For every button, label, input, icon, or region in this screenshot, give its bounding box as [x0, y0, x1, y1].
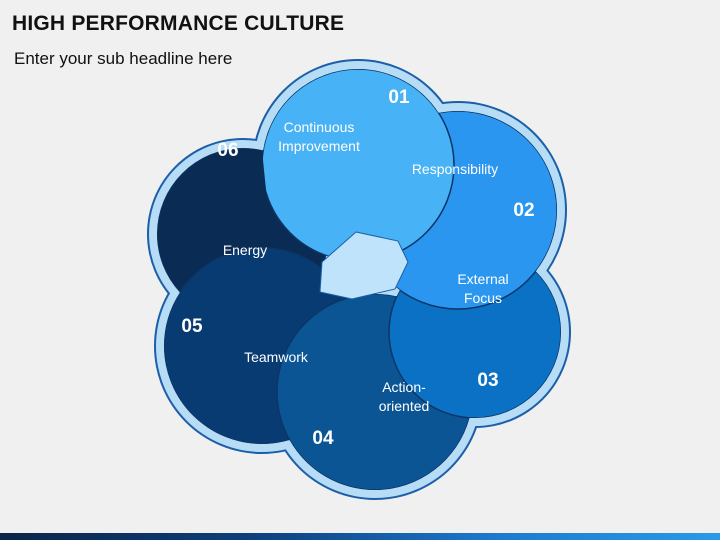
segment-01-number: 01 — [388, 87, 410, 108]
segment-06[interactable]: 06 Energy — [217, 140, 267, 258]
segment-05[interactable]: 05 Teamwork — [181, 316, 308, 365]
segment-04[interactable]: 04 Action- oriented — [312, 379, 429, 449]
segment-03-number: 03 — [477, 370, 498, 391]
segment-01[interactable]: 01 Continuous Improvement — [278, 87, 410, 154]
segment-04-label-line2: oriented — [379, 398, 430, 414]
center-shape — [319, 231, 409, 300]
segment-05-label: Teamwork — [244, 349, 309, 365]
petal-06-overlap — [165, 149, 268, 234]
segment-03-label-line2: Focus — [464, 290, 502, 306]
segment-02-number: 02 — [513, 200, 534, 221]
page-title: HIGH PERFORMANCE CULTURE — [12, 12, 345, 35]
footer-bar — [0, 533, 720, 540]
segment-03[interactable]: 03 External Focus — [457, 271, 508, 391]
segment-02[interactable]: 02 Responsibility — [412, 161, 535, 221]
segment-06-label: Energy — [223, 242, 267, 258]
segment-06-number: 06 — [217, 140, 238, 161]
page-subtitle: Enter your sub headline here — [14, 49, 233, 68]
segment-04-number: 04 — [312, 428, 334, 449]
segment-04-label-line1: Action- — [382, 379, 426, 395]
segment-01-label-line2: Improvement — [278, 138, 360, 154]
segment-01-label-line1: Continuous — [284, 119, 355, 135]
petal-group — [157, 69, 561, 490]
segment-03-label-line1: External — [457, 271, 508, 287]
segment-02-label: Responsibility — [412, 161, 498, 177]
segment-05-number: 05 — [181, 316, 203, 337]
